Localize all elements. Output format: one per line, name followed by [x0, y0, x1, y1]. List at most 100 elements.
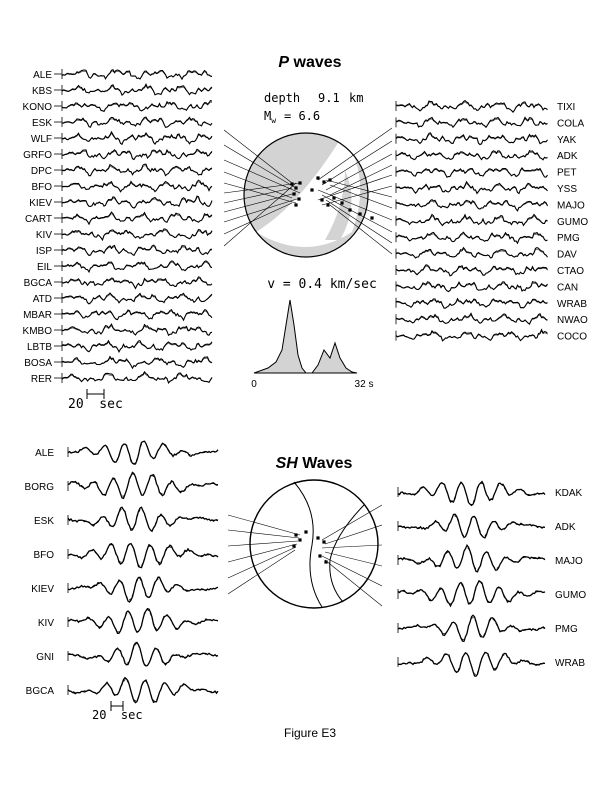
station-label: KBS [32, 86, 52, 97]
station-dot [292, 544, 296, 548]
station-ray [324, 551, 383, 567]
synthetic-waveform [61, 70, 213, 80]
synthetic-waveform [67, 578, 219, 601]
sh-station-dots [292, 530, 328, 564]
station-ray [317, 127, 393, 181]
p-trace-row-left: KIEV [29, 195, 213, 209]
p-trace-row-right: GUMO [395, 213, 588, 228]
observed-waveform [67, 440, 219, 465]
station-label: TIXI [557, 102, 575, 113]
synthetic-waveform [61, 118, 213, 128]
observed-waveform [395, 312, 548, 325]
station-ray [223, 202, 293, 235]
p-trace-row-right: TIXI [395, 99, 575, 113]
station-dot [298, 181, 302, 185]
sh-trace-row-right: PMG [397, 614, 578, 643]
synthetic-waveform [67, 609, 219, 633]
observed-waveform [395, 132, 548, 146]
station-dot [370, 216, 374, 220]
synthetic-waveform [67, 473, 219, 497]
sh-trace-row-left: BFO [33, 542, 219, 569]
station-ray [325, 179, 393, 198]
station-label: WRAB [557, 299, 587, 310]
station-ray [324, 524, 383, 545]
sh-waves-title-italic: SH [276, 455, 299, 472]
p-trace-row-left: KMBO [23, 323, 213, 337]
station-label: ALE [33, 70, 52, 81]
stf-axis-end: 32 s [355, 379, 374, 390]
sh-trace-row-left: GNI [36, 641, 219, 667]
synthetic-waveform [67, 441, 219, 465]
station-label: KDAK [555, 488, 583, 499]
station-ray [227, 543, 298, 563]
p-trace-row-right: YSS [395, 180, 577, 195]
p-trace-row-left: ALE [33, 69, 213, 81]
observed-waveform [61, 130, 213, 146]
p-trace-row-left: ISP [36, 244, 213, 257]
p-trace-row-right: YAK [395, 132, 577, 146]
p-trace-row-right: NWAO [395, 312, 588, 326]
station-label: KIEV [29, 198, 52, 209]
station-ray [223, 171, 293, 199]
p-trace-row-left: ATD [33, 292, 213, 305]
station-ray [329, 204, 393, 255]
station-ray [227, 540, 299, 547]
station-label: ESK [34, 516, 54, 527]
observed-waveform [67, 471, 219, 500]
station-label: CTAO [557, 266, 584, 277]
station-dot [324, 560, 328, 564]
station-label: CART [25, 214, 52, 225]
station-label: KMBO [23, 326, 53, 337]
figure-caption: Figure E3 [284, 726, 336, 740]
station-ray [223, 192, 297, 213]
station-ray [321, 555, 383, 587]
station-label: BGCA [26, 686, 55, 697]
stf-shape [253, 299, 358, 374]
p-scale-bar: 20 sec [68, 389, 123, 412]
station-label: GUMO [557, 217, 588, 228]
station-ray [223, 182, 301, 194]
station-ray [223, 182, 297, 247]
sh-trace-row-right: MAJO [397, 544, 583, 573]
station-label: GNI [36, 652, 54, 663]
synthetic-waveform [61, 133, 213, 145]
station-label: GUMO [555, 590, 586, 601]
sh-waves-title-rest: Waves [298, 455, 353, 472]
synthetic-waveform [61, 85, 213, 96]
station-label: NWAO [557, 315, 588, 326]
synthetic-waveform [395, 233, 548, 244]
station-ray [227, 546, 297, 579]
p-trace-row-right: DAV [395, 246, 577, 261]
synthetic-waveform [61, 101, 213, 112]
synthetic-waveform [395, 282, 548, 292]
p-trace-row-right: CTAO [395, 264, 584, 277]
observed-waveform [61, 370, 213, 384]
p-focal-circle-outline [243, 132, 369, 258]
observed-waveform [395, 231, 548, 245]
depth-label: depth [264, 91, 300, 105]
observed-waveform [395, 246, 548, 259]
p-left-trace-column: ALEKBSKONOESKWLFGRFODPCBFOKIEVCARTKIVISP… [23, 69, 213, 385]
observed-waveform [395, 149, 548, 161]
observed-waveform [62, 323, 213, 337]
synthetic-waveform [397, 547, 546, 571]
p-waves-panel: P waves depth 9.1 km Mw = 6.6 ALEKBSKONO… [23, 54, 589, 412]
p-trace-row-left: KIV [36, 228, 213, 242]
p-waves-title: P waves [278, 54, 341, 71]
synthetic-waveform [61, 294, 213, 304]
station-dot [326, 203, 330, 207]
p-trace-row-right: ADK [395, 149, 578, 162]
station-dot [310, 188, 314, 192]
synthetic-waveform [395, 101, 548, 113]
synthetic-waveform [61, 310, 213, 321]
station-label: PMG [555, 624, 578, 635]
synthetic-waveform [67, 643, 219, 667]
sh-trace-row-right: ADK [397, 513, 576, 539]
synthetic-waveform [67, 508, 219, 531]
station-dot [358, 212, 362, 216]
synthetic-waveform [61, 230, 213, 241]
sh-trace-row-left: BGCA [26, 676, 219, 704]
synthetic-waveform [61, 373, 213, 384]
station-label: LBTB [27, 342, 52, 353]
